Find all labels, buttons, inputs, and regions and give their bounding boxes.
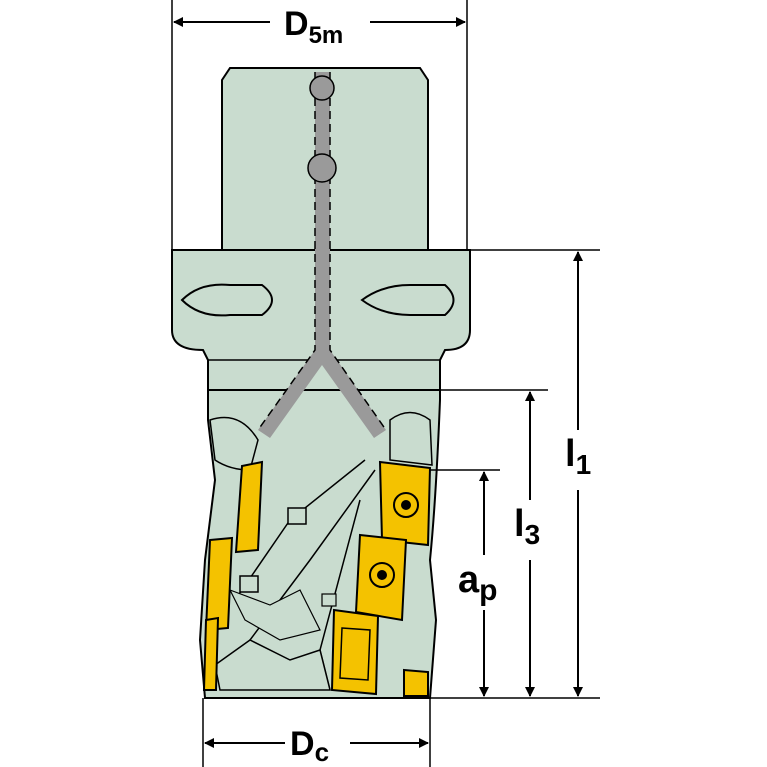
chip-pocket-mid <box>228 588 321 641</box>
chip-pocket-lower <box>214 639 331 691</box>
drive-slot-right <box>360 284 455 316</box>
screw-detail-3 <box>321 593 337 607</box>
insert-right-top <box>378 460 432 547</box>
flute-right <box>389 411 433 466</box>
l1-label: l1 <box>565 433 591 480</box>
coolant-channel <box>257 72 387 438</box>
insert-right-mid <box>354 533 408 622</box>
insert-left-mid <box>204 536 234 632</box>
l3-label: l3 <box>514 503 540 550</box>
screw-detail-2 <box>239 575 259 593</box>
ap-label: ap <box>458 559 497 607</box>
d5m-label: D5m <box>284 5 343 49</box>
drive-slot-left <box>180 283 273 317</box>
insert-left-bottom <box>202 616 220 691</box>
dc-label: Dc <box>290 725 329 767</box>
insert-left-top <box>234 460 264 554</box>
insert-right-bottom <box>330 608 380 696</box>
screw-detail-1 <box>287 507 307 525</box>
insert-far-right <box>403 668 429 697</box>
